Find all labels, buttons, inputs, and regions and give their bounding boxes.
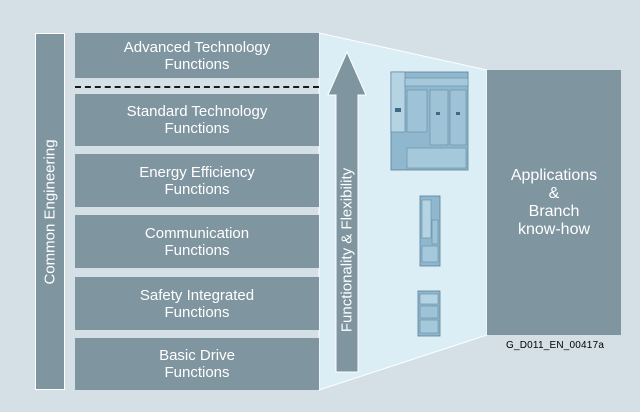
large-drive-device-icon (390, 71, 469, 171)
applications-line4: know-how (517, 220, 591, 238)
common-engineering-label: Common Engineering (41, 138, 59, 285)
block-label-line2: Functions (164, 120, 230, 137)
small-drive-device-icon (417, 290, 441, 337)
applications-line1: Applications (510, 166, 598, 184)
block-label-line2: Functions (164, 180, 230, 198)
dashed-separator (75, 86, 319, 88)
applications-line3: Branch (528, 202, 580, 220)
block-label-line2: Functions (164, 241, 230, 259)
medium-drive-device-icon (419, 195, 441, 267)
block-label-line1: Standard Technology (126, 103, 268, 120)
block-label-line1: Advanced Technology (123, 38, 271, 56)
applications-line2: & (548, 184, 560, 202)
functionality-flexibility-label: Functionality & Flexibility (338, 167, 356, 333)
block-label-line1: Communication (144, 224, 250, 242)
figure-code: G_D011_EN_00417a (506, 340, 605, 351)
flexibility-arrow (327, 50, 367, 373)
common-engineering-bar: Common Engineering (35, 33, 65, 390)
block-label-line2: Functions (164, 303, 230, 321)
applications-block: Applications & Branch know-how (487, 70, 621, 335)
block-label-line2: Functions (164, 364, 230, 381)
block-label-line1: Basic Drive (159, 347, 235, 364)
block-label-line1: Safety Integrated (139, 286, 255, 304)
block-label-line2: Functions (164, 55, 230, 73)
block-label-line1: Energy Efficiency (139, 163, 255, 181)
